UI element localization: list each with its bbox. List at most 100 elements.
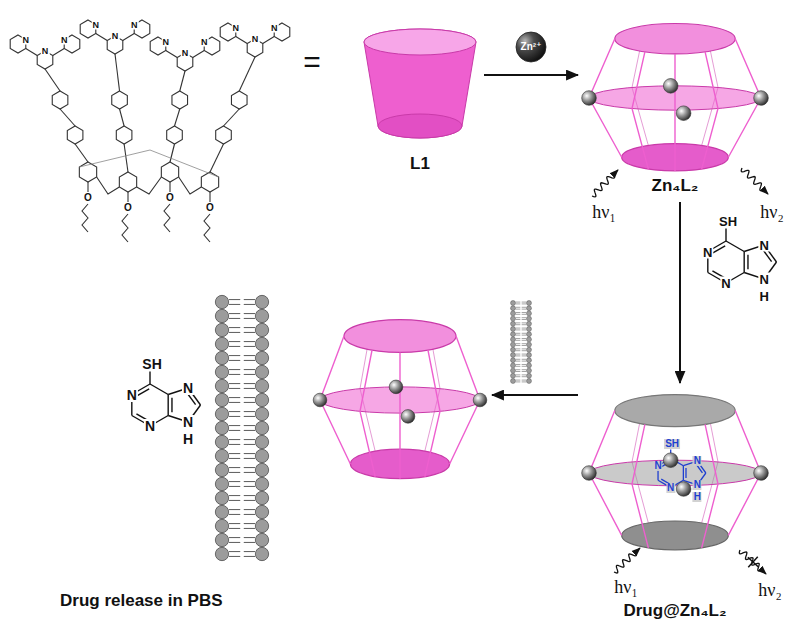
atom-label: N [182,415,194,429]
cage-shape [582,24,769,171]
lipid-head [511,327,516,332]
atom-label: N [144,419,156,433]
lipid-tail [244,374,255,375]
lipid-tail [516,354,521,355]
lipid-tail [522,307,527,308]
methylene-bridge [79,150,218,177]
lipid-tail [244,299,255,300]
phenyl-ring [172,91,188,109]
loaded-cage [582,395,769,550]
calixarene-ring [201,172,218,192]
lipid-tail [516,355,521,356]
pyridine-ring [150,37,166,55]
zinc-ball [473,393,487,407]
bond-line [744,273,764,279]
cage-node: Zn₄L₂ [580,8,770,200]
lipid-tail [229,542,240,543]
lipid-tail [229,425,240,426]
lipid-tail [229,360,240,361]
lipid-tail [244,360,255,361]
lipid-head [255,295,268,308]
lipid-tail [522,328,527,329]
mercaptopurine-structure [708,228,777,283]
lipid-tail [522,324,527,325]
lipid-head [255,463,268,476]
light-wave-arrow [614,548,640,573]
lipid-tail [516,329,521,330]
cage-strand [702,52,718,169]
lipid-tail [516,371,521,372]
pyridine-ring [80,20,96,38]
lipid-tail [522,312,527,313]
methylene-bridge [137,177,162,194]
lipid-head [215,407,228,420]
lipid-tail [229,369,240,370]
lipid-tail [522,350,527,351]
lipid-tail [229,556,240,557]
lipid-tail [244,346,255,347]
lipid-tail [229,467,240,468]
node-outline [580,385,770,625]
lipid-head [215,435,228,448]
lipid-head [527,321,532,326]
bond-line [210,144,224,172]
bond-line [96,34,107,41]
lipid-head [215,547,228,560]
lipid-bilayer [511,301,532,384]
lipid-tail [516,348,521,349]
atom-label: O [123,203,133,213]
light-label: hν₁ [591,203,616,221]
node-label: L1 [410,154,430,174]
bond-line [657,466,658,481]
lipid-head [215,449,228,462]
lipid-tail [522,371,527,372]
atom-label: N [60,35,69,44]
bond-line [683,461,697,466]
lipid-head [255,393,268,406]
lipid-tail [229,411,240,412]
node-outline [40,290,490,615]
lipid-head [255,547,268,560]
atom-label: H [693,492,702,502]
bond-line [726,241,744,252]
lipid-head [215,393,228,406]
atom-label: N [111,32,120,41]
lipid-tail [244,304,255,305]
cage-node: Drug release in PBS [40,290,490,615]
atom-label: N [720,277,731,290]
lipid-head [215,463,228,476]
atom-label: SH [718,215,738,228]
atom-label: H [182,432,194,446]
zinc-ball [313,393,327,407]
lipid-head [511,332,516,337]
atom-label: N [22,35,31,44]
lipid-head [527,363,532,368]
lipid-tail [516,319,521,320]
lipid-tail [229,509,240,510]
lipid-tail [244,425,255,426]
lipid-head [527,347,532,352]
lipid-tail [522,317,527,318]
pyridine-ring [274,23,290,41]
lipid-tail [229,458,240,459]
lipid-tail [229,299,240,300]
lipid-head [527,342,532,347]
lipid-tail [516,345,521,346]
lipid-head [215,421,228,434]
cage-strand [702,424,718,547]
double-bond [747,255,748,270]
methylene-bridge [179,177,202,194]
lipid-tail [244,467,255,468]
lipid-head [255,519,268,532]
lipid-head [255,337,268,350]
lipid-head [511,379,516,384]
lipid-tail [516,335,521,336]
lipid-tail [516,328,521,329]
bond-line [224,109,240,126]
lipid-tail [244,341,255,342]
cage-strand [425,350,440,476]
butyl-chain [204,214,210,242]
lipid-tail [522,380,527,381]
